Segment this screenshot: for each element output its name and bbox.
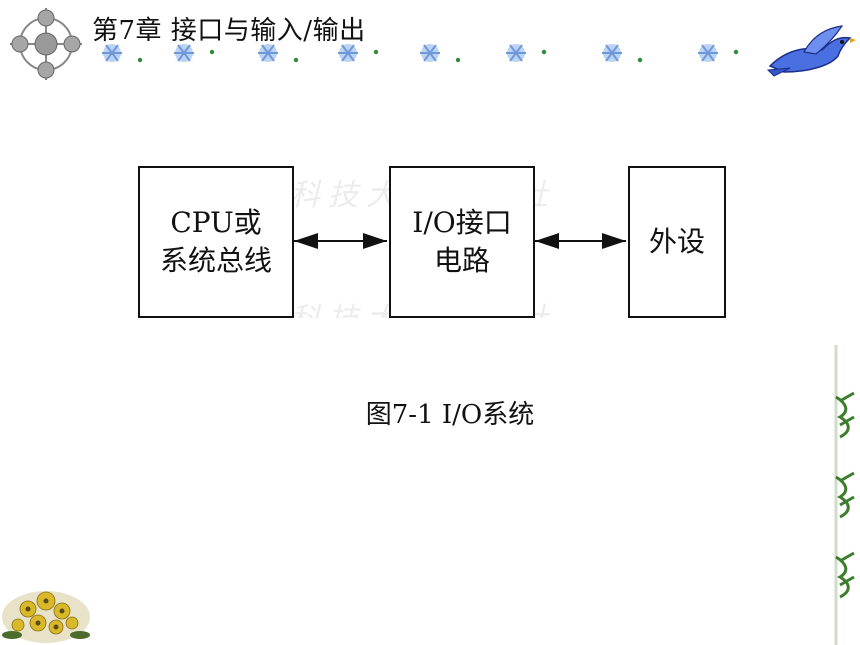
- block-label-line: 外设: [648, 225, 705, 258]
- block-label-line: CPU或: [170, 206, 262, 239]
- flower-icon: [2, 591, 90, 643]
- snowflake-strip: [101, 43, 739, 63]
- snowflake-icon: [101, 43, 143, 63]
- figure-caption: 图7-1 I/O系统: [365, 400, 535, 430]
- bird-icon: [766, 25, 856, 77]
- snowflake-icon: [697, 43, 739, 63]
- snowflake-icon: [601, 43, 643, 63]
- block-label-line: I/O接口: [412, 206, 512, 239]
- block-peripheral: 外设: [628, 166, 726, 318]
- emblem-icon: [10, 8, 82, 80]
- snowflake-icon: [257, 43, 299, 63]
- vine-icon: [834, 345, 855, 645]
- block-cpu-system-bus: CPU或 系统总线: [138, 166, 294, 318]
- chapter-title: 第7章 接口与输入/输出: [92, 16, 366, 46]
- block-io-interface: I/O接口 电路: [389, 166, 535, 318]
- block-label-line: 系统总线: [159, 244, 272, 277]
- snowflake-icon: [419, 43, 461, 63]
- snowflake-icon: [337, 43, 379, 63]
- block-label-line: 电路: [433, 244, 490, 277]
- snowflake-icon: [505, 43, 547, 63]
- snowflake-icon: [173, 43, 215, 63]
